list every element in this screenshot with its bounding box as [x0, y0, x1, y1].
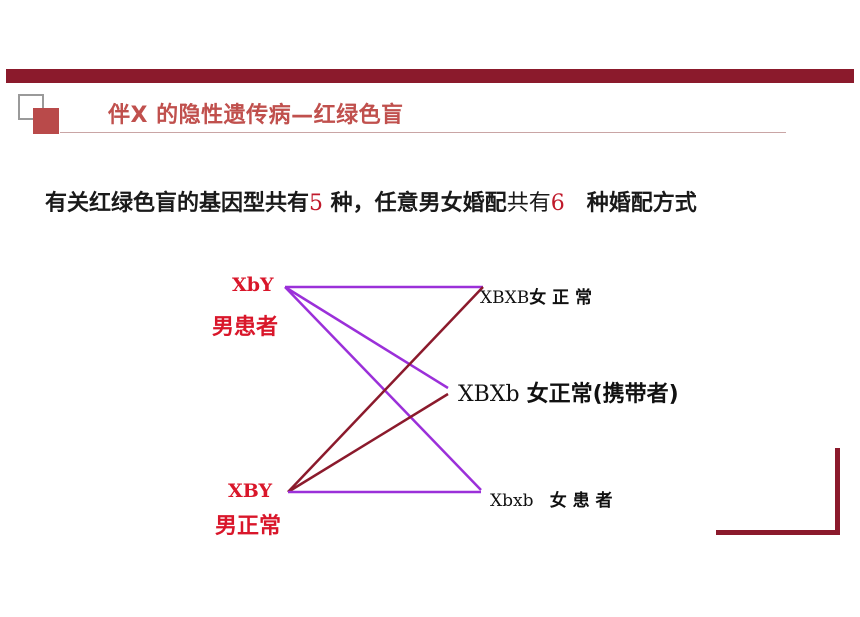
para-text-1: 有关红绿色盲的基因型共有: [45, 191, 310, 216]
male-normal-genotype: XBY: [228, 480, 273, 502]
slide-title: 伴X 的隐性遗传病—红绿色盲: [108, 103, 404, 128]
female-affected-phenotype: 女 患 者: [549, 491, 613, 511]
male-normal-phenotype: 男正常: [215, 514, 282, 539]
line-xby-normal-to-xbxb-carrier: [287, 392, 449, 494]
male-affected-genotype: XbY: [232, 274, 274, 296]
line-xby-affected-to-xbxb-affected: [284, 286, 482, 491]
para-text-3: 共有: [506, 191, 551, 216]
decor-square-filled: [33, 108, 59, 134]
para-text-4: 种婚配方式: [564, 191, 697, 216]
decor-square-outline: [18, 94, 44, 120]
corner-bracket-vertical: [835, 448, 840, 535]
female-carrier-label: XBXb 女正常(携带者): [458, 376, 679, 408]
genotype-count: 5: [309, 191, 324, 216]
female-carrier-phenotype: 女正常(携带者): [526, 382, 679, 407]
para-text-2: 种，任意男女婚配: [323, 191, 507, 216]
corner-bracket-horizontal: [716, 530, 840, 535]
mating-count: 6: [550, 191, 565, 216]
female-normal-genotype: XBXB: [480, 288, 530, 308]
female-normal-phenotype: 女 正 常: [529, 288, 593, 308]
female-affected-genotype: Xbxb: [490, 491, 534, 511]
header-bar: [6, 69, 854, 83]
male-affected-phenotype: 男患者: [212, 315, 279, 340]
title-underline: [60, 132, 786, 133]
line-xby-affected-to-xbxb-carrier: [284, 285, 449, 390]
line-xby-normal-to-xbxb: [287, 286, 484, 493]
intro-paragraph: 有关红绿色盲的基因型共有5 种，任意男女婚配共有6 种婚配方式: [45, 178, 825, 230]
female-carrier-genotype: XBXb: [458, 382, 520, 407]
female-normal-label: XBXB女 正 常: [480, 283, 592, 308]
female-affected-label: Xbxb 女 患 者: [490, 486, 613, 511]
